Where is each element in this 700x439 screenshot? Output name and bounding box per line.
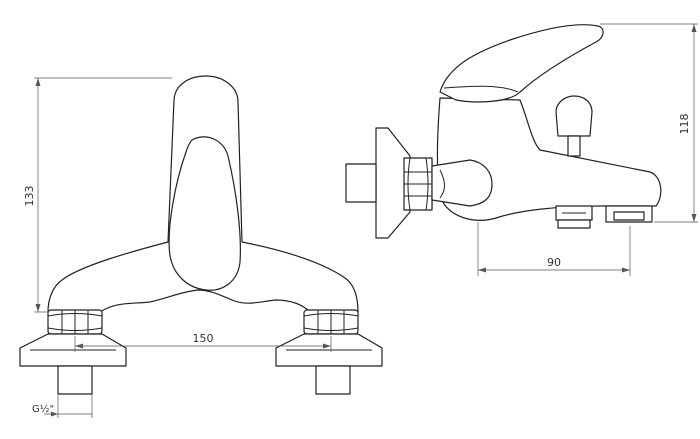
dimension-depth-side: 90	[477, 222, 631, 276]
right-inlet-pipe	[315, 365, 351, 395]
dimension-label-depth-side: 90	[547, 256, 561, 269]
dimension-width-inlets: 150	[74, 332, 332, 352]
dimension-height-front: 133	[23, 77, 172, 313]
left-hex-nut	[47, 309, 103, 335]
side-view: 90 118	[345, 23, 698, 276]
dimension-label-thread: G½"	[32, 403, 54, 415]
side-hex-nut	[403, 157, 433, 211]
front-view: 133 150 G½"	[19, 75, 383, 418]
dimension-label-height-side: 118	[678, 114, 691, 135]
right-hex-nut	[303, 309, 359, 335]
dimension-label-width-inlets: 150	[193, 332, 214, 345]
dimension-label-height-front: 133	[23, 186, 36, 207]
shower-outlet	[555, 205, 593, 229]
diverter-knob	[555, 95, 593, 157]
spout-outlet	[605, 205, 653, 223]
side-lever-handle	[439, 24, 604, 103]
left-inlet-pipe	[57, 365, 93, 395]
side-inlet-pipe	[345, 163, 377, 203]
dimension-thread: G½"	[32, 394, 93, 418]
side-wall-escutcheon	[375, 127, 411, 239]
front-lever-handle	[168, 136, 241, 291]
dimension-height-side: 118	[600, 23, 698, 223]
